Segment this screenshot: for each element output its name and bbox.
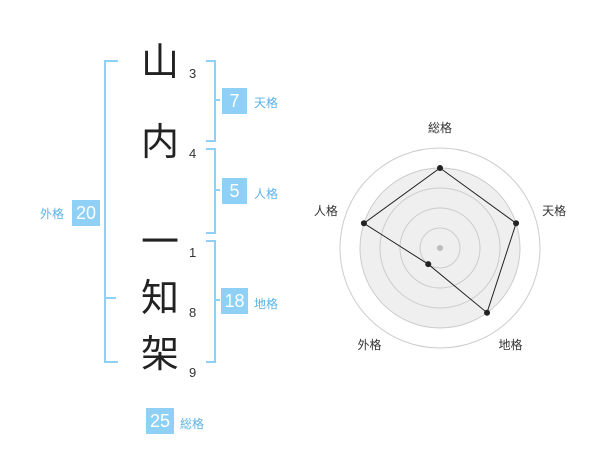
radar-point-1 (437, 165, 443, 171)
stroke-count-3: 1 (189, 245, 197, 260)
tenkaku-bracket-tick (214, 99, 220, 101)
stroke-count-4: 8 (189, 305, 197, 320)
radar-point-3 (484, 309, 491, 316)
tenkaku-value-box: 7 (222, 88, 247, 114)
name-char-4: 知 (140, 276, 179, 320)
radar-point-5 (360, 220, 367, 227)
radar-axis-label-1: 総格 (428, 120, 452, 135)
stroke-count-1: 3 (189, 66, 197, 81)
name-char-5: 架 (140, 332, 179, 376)
radar-center-dot (437, 245, 443, 251)
radar-ring-5 (339, 147, 541, 349)
name-char-3: 一 (140, 220, 179, 264)
radar-point-4 (425, 261, 432, 268)
jinkaku-label: 人格 (254, 187, 279, 201)
chikaku-bracket (206, 240, 216, 363)
jinkaku-bracket-tick (214, 189, 220, 191)
radar-axis-label-2: 天格 (542, 203, 566, 218)
tenkaku-bracket (206, 60, 216, 142)
radar-ring-3 (379, 187, 501, 309)
gaikaku-bracket-divider (104, 297, 116, 299)
soukaku-value-box: 25 (146, 408, 174, 434)
radar-axis-label-5: 人格 (314, 203, 338, 218)
gaikaku-value-box: 20 (72, 200, 100, 226)
name-char-1: 山 (140, 40, 179, 84)
chikaku-label: 地格 (254, 297, 279, 311)
stroke-count-5: 9 (189, 365, 197, 380)
jinkaku-value-box: 5 (222, 178, 247, 204)
chikaku-bracket-tick (214, 299, 220, 301)
radar-polygon (363, 167, 517, 314)
chikaku-value-box: 18 (221, 288, 248, 314)
tenkaku-label: 天格 (254, 96, 279, 110)
soukaku-label: 総格 (180, 417, 205, 431)
jinkaku-bracket (206, 148, 216, 234)
radar-axis-label-3: 地格 (499, 337, 523, 352)
stroke-count-2: 4 (189, 146, 197, 161)
radar-point-2 (513, 220, 520, 227)
gaikaku-label: 外格 (40, 207, 65, 221)
gaikaku-bracket (104, 60, 118, 363)
radar-ring-2 (399, 207, 481, 289)
name-char-2: 内 (140, 120, 179, 164)
radar-axis-label-4: 外格 (357, 337, 381, 352)
radar-ring-1 (419, 227, 461, 269)
